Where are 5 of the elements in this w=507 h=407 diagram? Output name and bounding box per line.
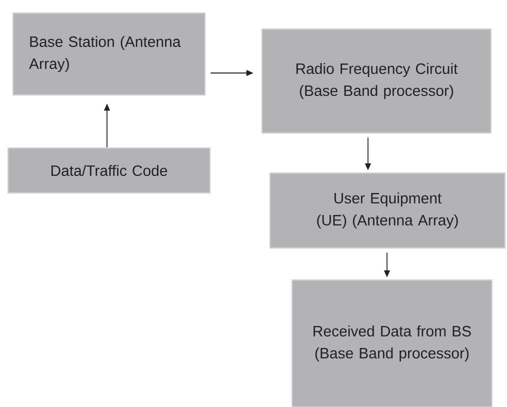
process-box: Base Station (Antenna Array)	[12, 12, 206, 96]
process-box: Data/Traffic Code	[7, 147, 211, 194]
process-box: Received Data from BS (Base Band processor)	[291, 279, 493, 407]
process-box: Radio Frequency Circuit (Base Band processor)	[261, 28, 492, 134]
process-box: User Equipment (UE) (Antenna Array)	[269, 172, 506, 249]
